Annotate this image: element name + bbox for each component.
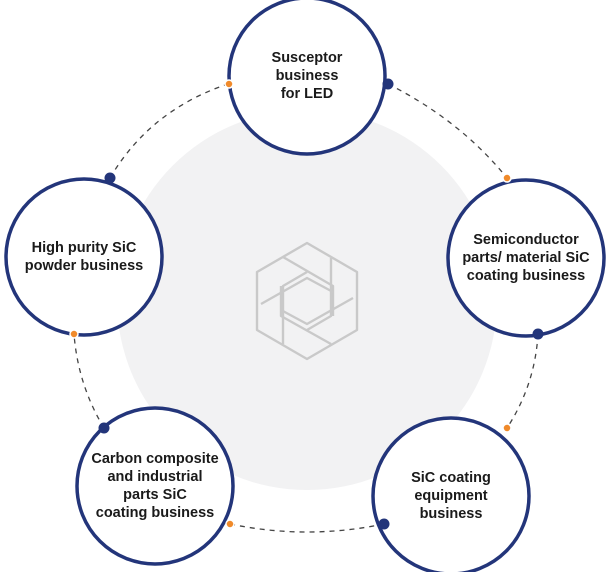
navy-dot-9 — [104, 172, 116, 184]
node-circle-equipment — [371, 416, 531, 576]
orange-dot-0 — [224, 79, 234, 89]
hexagon-logo-icon — [255, 241, 359, 361]
navy-dot-5 — [378, 518, 390, 530]
dashed-ring — [73, 83, 539, 533]
center-background — [117, 110, 497, 490]
node-circle-carbon — [75, 406, 235, 566]
navy-dot-3 — [532, 328, 544, 340]
connector-semiconductor-equipment — [506, 333, 539, 429]
navy-dot-1 — [382, 78, 394, 90]
connector-carbon-powder — [73, 333, 105, 429]
orange-dot-4 — [502, 423, 512, 433]
navy-dot-7 — [98, 422, 110, 434]
orange-dot-6 — [225, 519, 235, 529]
orange-dot-8 — [69, 329, 79, 339]
connector-equipment-carbon — [229, 523, 385, 533]
orange-dot-2 — [502, 173, 512, 183]
node-circle-semiconductor — [446, 178, 606, 338]
node-circle-susceptor — [227, 0, 387, 156]
node-circle-powder — [4, 177, 164, 337]
